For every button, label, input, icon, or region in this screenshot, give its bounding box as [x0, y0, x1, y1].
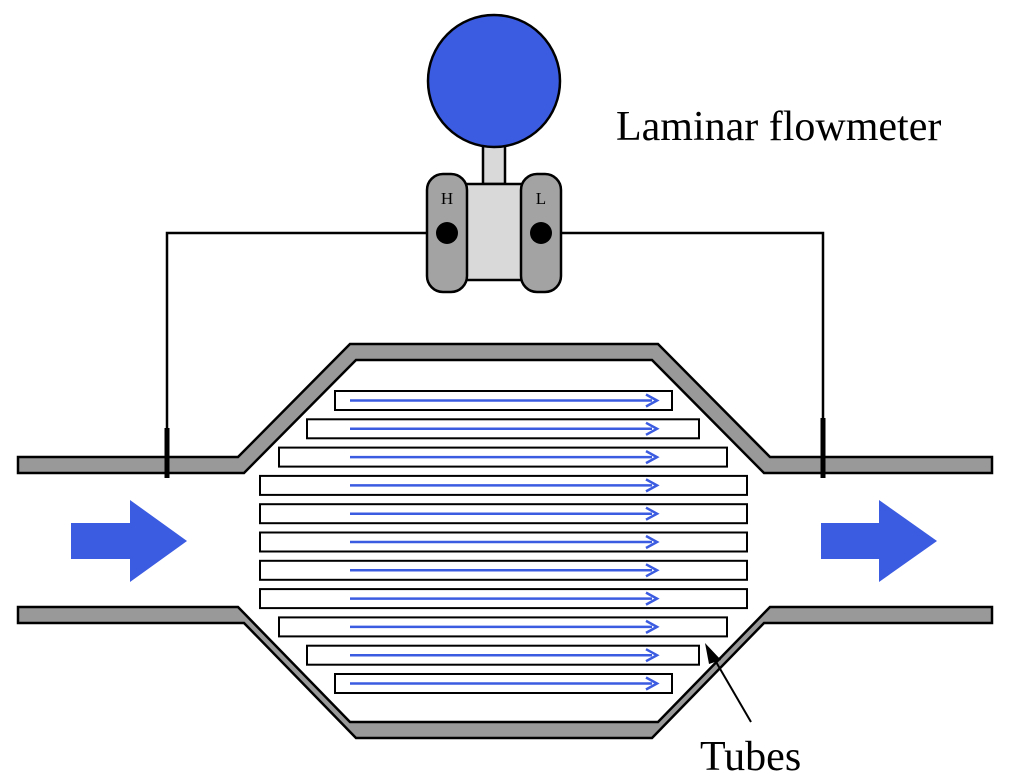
- tube-flow-arrowhead: [645, 534, 660, 550]
- tube-flow-arrowhead: [645, 648, 660, 663]
- inlet-flow-arrow-icon: [71, 500, 187, 582]
- tube-flow-arrowhead: [645, 450, 660, 465]
- tube-bundle: [259, 390, 748, 694]
- lower-pipe-wall: [16, 605, 994, 740]
- tube-flow-arrowhead: [645, 506, 660, 521]
- diagram-title: Laminar flowmeter: [616, 104, 941, 150]
- tubes-label: Tubes: [700, 734, 801, 780]
- port-low-label: L: [536, 189, 546, 208]
- tubes-pointer-head: [705, 643, 721, 664]
- impulse-line-low: [541, 231, 825, 477]
- tube-flow-arrowhead: [645, 676, 660, 691]
- port-high-label: H: [441, 189, 453, 208]
- upper-pipe-wall: [16, 342, 994, 475]
- gauge-icon: [426, 13, 562, 149]
- tube-flow-arrowhead: [645, 563, 660, 578]
- port-low-connector: [530, 222, 552, 244]
- dp-transmitter: H L: [425, 13, 563, 294]
- tubes-pointer-line: [711, 654, 752, 723]
- outlet-flow-arrow-icon: [821, 500, 937, 582]
- tube-flow-arrowhead: [645, 478, 660, 493]
- tube-flow-arrowhead: [645, 421, 660, 436]
- tube-flow-arrowhead: [645, 393, 660, 408]
- port-high-connector: [436, 222, 458, 244]
- transmitter-body: [460, 182, 528, 282]
- tube-flow-arrowhead: [645, 619, 660, 634]
- tube-flow-arrowhead: [645, 591, 660, 606]
- impulse-line-high: [165, 231, 447, 477]
